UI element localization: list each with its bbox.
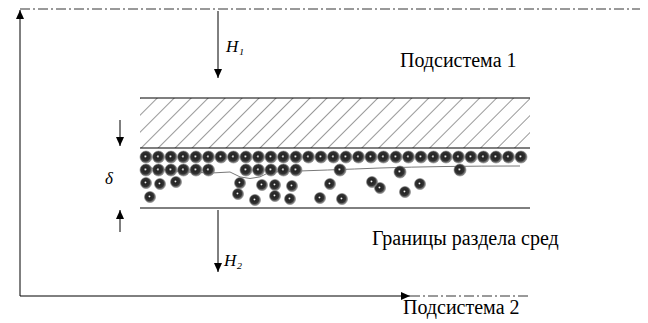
particle xyxy=(278,151,290,163)
particle xyxy=(328,151,340,163)
particle xyxy=(140,164,152,176)
particle xyxy=(203,164,215,176)
particle xyxy=(190,151,202,163)
particle xyxy=(153,164,165,176)
particle xyxy=(453,151,465,163)
particle xyxy=(165,164,177,176)
particle xyxy=(233,189,244,200)
subsystem-label: Подсистема 2 xyxy=(403,297,520,317)
particle xyxy=(140,151,152,163)
particle xyxy=(465,151,477,163)
particle xyxy=(290,151,302,163)
height-symbol: H₁ xyxy=(226,38,244,55)
particle xyxy=(315,193,326,204)
particle xyxy=(145,192,156,203)
subsystem-label: Подсистема 1 xyxy=(400,50,517,70)
particle xyxy=(285,194,296,205)
particle xyxy=(240,151,252,163)
particle xyxy=(278,164,290,176)
particle xyxy=(203,151,215,163)
boundary-label: Границы раздела сред xyxy=(372,228,559,248)
particle xyxy=(171,177,182,188)
particle xyxy=(478,151,490,163)
particle xyxy=(253,151,265,163)
particle xyxy=(303,151,315,163)
particle xyxy=(428,151,440,163)
particle xyxy=(367,177,378,188)
particle xyxy=(178,164,190,176)
particle xyxy=(400,187,411,198)
particle xyxy=(334,164,346,176)
particle xyxy=(265,164,277,176)
thickness-symbol: δ xyxy=(105,170,113,187)
particle xyxy=(253,164,265,176)
particle xyxy=(415,179,426,190)
particle xyxy=(235,178,246,189)
particle xyxy=(240,164,252,176)
particle xyxy=(340,151,352,163)
particle xyxy=(265,151,277,163)
particle xyxy=(315,151,327,163)
particle xyxy=(153,151,165,163)
height-symbol: H₂ xyxy=(224,252,242,269)
particle xyxy=(390,151,402,163)
particle xyxy=(403,151,415,163)
particle xyxy=(454,164,466,176)
particle xyxy=(365,151,377,163)
particle xyxy=(155,179,166,190)
particle xyxy=(190,164,202,176)
particle xyxy=(440,151,452,163)
particle xyxy=(165,151,177,163)
particle xyxy=(337,194,348,205)
particle xyxy=(228,151,240,163)
particle xyxy=(378,151,390,163)
particle xyxy=(178,151,190,163)
particle xyxy=(394,166,406,178)
particle xyxy=(515,151,527,163)
particle xyxy=(415,151,427,163)
particle xyxy=(270,191,281,202)
particle xyxy=(215,151,227,163)
particle xyxy=(290,164,302,176)
particle xyxy=(490,151,502,163)
particle xyxy=(325,179,336,190)
particle xyxy=(257,180,268,191)
particle xyxy=(250,195,261,206)
particle xyxy=(141,178,152,189)
particle xyxy=(503,151,515,163)
particle xyxy=(270,180,281,191)
particle xyxy=(287,181,298,192)
particle xyxy=(353,151,365,163)
